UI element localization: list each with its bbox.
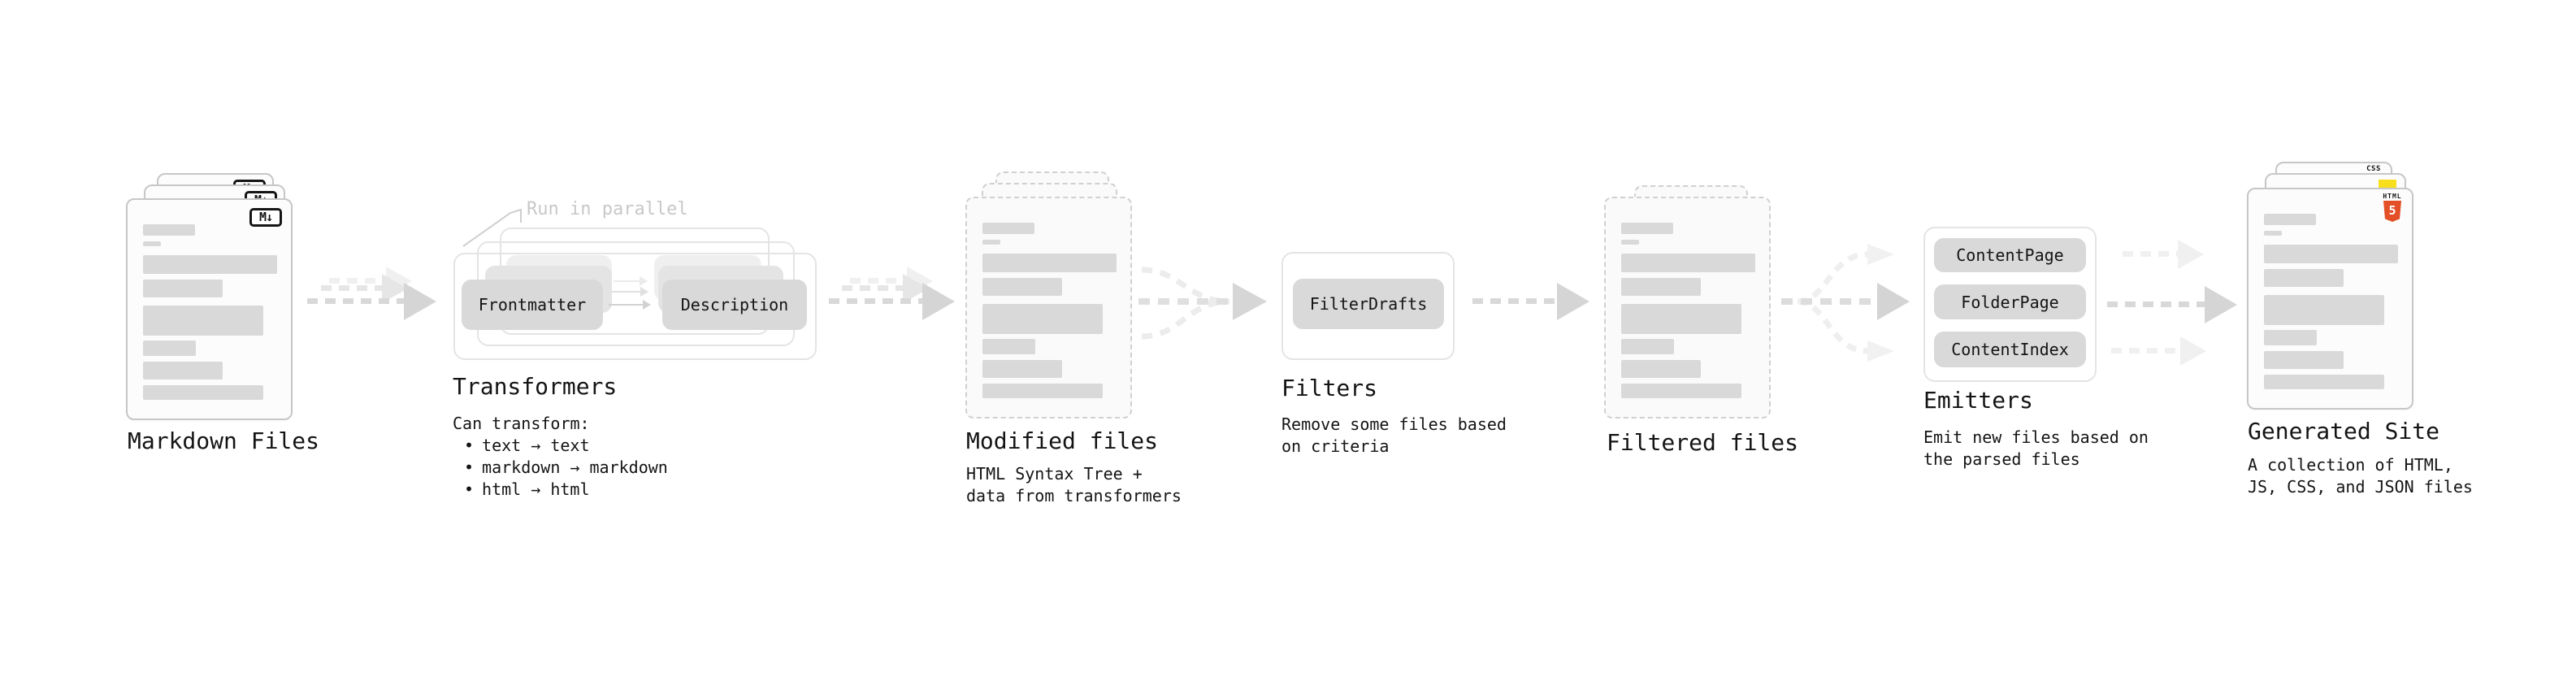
bullet-glyph: •: [464, 479, 475, 499]
parallel-arrow-bottom: [609, 304, 643, 306]
text-line-placeholder: [2264, 231, 2282, 236]
text-line-placeholder: [1621, 278, 1701, 296]
description-pill: Description: [662, 280, 807, 330]
text-line-placeholder: [982, 384, 1103, 398]
text-line-placeholder: [1621, 304, 1741, 334]
filters-desc-line2: on criteria: [1281, 436, 1390, 456]
filtered-files-title: Filtered files: [1607, 429, 1799, 456]
text-line-placeholder: [143, 362, 223, 380]
bullet-glyph: •: [464, 436, 475, 455]
arrow-modified-to-filters: [1138, 267, 1267, 340]
generated-site-title: Generated Site: [2248, 418, 2440, 445]
text-line-placeholder: [2264, 214, 2316, 225]
text-line-placeholder: [2264, 295, 2384, 325]
text-line-placeholder: [143, 255, 277, 274]
markdown-file-card-front: M↓: [126, 198, 293, 420]
emitters-desc-line1: Emit new files based on: [1923, 427, 2149, 447]
text-line-placeholder: [2264, 351, 2344, 369]
arrow-transformers-to-modified: [826, 264, 964, 341]
filterdrafts-pill: FilterDrafts: [1293, 279, 1444, 329]
text-line-placeholder: [982, 360, 1062, 378]
text-line-placeholder: [2264, 330, 2317, 345]
parallel-arrow-bottom-head: [643, 300, 651, 310]
text-line-placeholder: [1621, 384, 1741, 398]
text-line-placeholder: [1621, 240, 1639, 245]
run-in-parallel-leader-line: [462, 208, 522, 247]
text-line-placeholder: [1621, 254, 1755, 272]
text-line-placeholder: [2264, 245, 2398, 263]
text-line-placeholder: [1621, 360, 1701, 378]
html5-logo-label: HTML: [2383, 193, 2402, 200]
filters-desc-line1: Remove some files based: [1281, 414, 1507, 434]
arrow-emitters-to-site-middle: [2107, 286, 2241, 323]
text-line-placeholder: [143, 340, 196, 356]
modified-files-stack: [965, 160, 1132, 420]
bullet-item: • markdown → markdown: [453, 457, 668, 479]
text-line-placeholder: [143, 280, 223, 297]
generated-site-desc-line2: JS, CSS, and JSON files: [2248, 477, 2473, 497]
generated-site-desc-line1: A collection of HTML,: [2248, 455, 2453, 475]
text-line-placeholder: [982, 223, 1034, 234]
arrow-markdown-to-transformers: [305, 264, 443, 341]
emitters-title: Emitters: [1923, 387, 2033, 414]
text-line-placeholder: [2264, 375, 2384, 389]
generated-site-stack: CSS HTML 5: [2247, 151, 2413, 411]
text-line-placeholder: [143, 306, 263, 336]
bullet-glyph: •: [464, 458, 475, 477]
markdown-icon: M↓: [249, 208, 282, 227]
transformer-layer-box-front: [453, 253, 817, 360]
text-line-placeholder: [143, 241, 161, 246]
markdown-files-title: Markdown Files: [128, 427, 320, 454]
modified-files-title: Modified files: [966, 427, 1159, 454]
arrow-filters-to-filtered: [1472, 283, 1594, 323]
html-file-card: HTML 5: [2247, 188, 2413, 410]
text-line-placeholder: [982, 339, 1035, 354]
text-line-placeholder: [982, 278, 1062, 296]
modified-files-desc-line1: HTML Syntax Tree +: [966, 464, 1143, 484]
transformers-title: Transformers: [453, 373, 618, 400]
parallel-arrow-middle: [611, 291, 640, 293]
text-line-placeholder: [982, 254, 1117, 272]
transformers-bullet-list: • text → text • markdown → markdown • html …: [453, 435, 668, 501]
bullet-item: • text → text: [453, 435, 668, 457]
emitters-desc-line2: the parsed files: [1923, 449, 2080, 469]
html5-logo-shield: 5: [2383, 201, 2401, 222]
modified-file-card-front: [965, 197, 1132, 419]
parallel-arrow-top: [614, 280, 640, 282]
text-line-placeholder: [143, 224, 195, 236]
text-line-placeholder: [982, 240, 1000, 245]
text-line-placeholder: [982, 304, 1103, 334]
filtered-file-card-front: [1604, 197, 1771, 419]
css-badge-label: CSS: [2366, 165, 2381, 173]
modified-files-desc-line2: data from transformers: [966, 486, 1182, 505]
folderpage-pill: FolderPage: [1934, 284, 2086, 319]
bullet-item: • html → html: [453, 479, 668, 501]
bullet-text: text → text: [482, 436, 590, 455]
arrow-emitters-to-site-bottom: [2111, 336, 2217, 368]
parallel-arrow-middle-head: [640, 287, 648, 297]
text-line-placeholder: [1621, 223, 1673, 234]
arrow-emitters-to-site-top: [2123, 240, 2220, 271]
contentindex-pill: ContentIndex: [1934, 332, 2086, 367]
js-badge: [2379, 180, 2396, 189]
frontmatter-pill: Frontmatter: [462, 280, 603, 330]
parallel-arrow-top-head: [640, 276, 648, 286]
html5-logo: HTML 5: [2383, 193, 2402, 222]
text-line-placeholder: [1621, 339, 1674, 354]
filters-title: Filters: [1281, 375, 1378, 401]
text-line-placeholder: [2264, 269, 2344, 287]
run-in-parallel-note: Run in parallel: [527, 199, 688, 219]
transformers-subtitle: Can transform:: [453, 414, 590, 433]
markdown-files-stack: M↓ M↓ M↓: [126, 162, 293, 422]
text-line-placeholder: [143, 385, 263, 400]
bullet-text: markdown → markdown: [482, 458, 668, 477]
arrow-filtered-to-emitters: [1781, 244, 1910, 362]
contentpage-pill: ContentPage: [1934, 238, 2086, 272]
filtered-files-stack: [1604, 160, 1771, 420]
bullet-text: html → html: [482, 479, 590, 499]
